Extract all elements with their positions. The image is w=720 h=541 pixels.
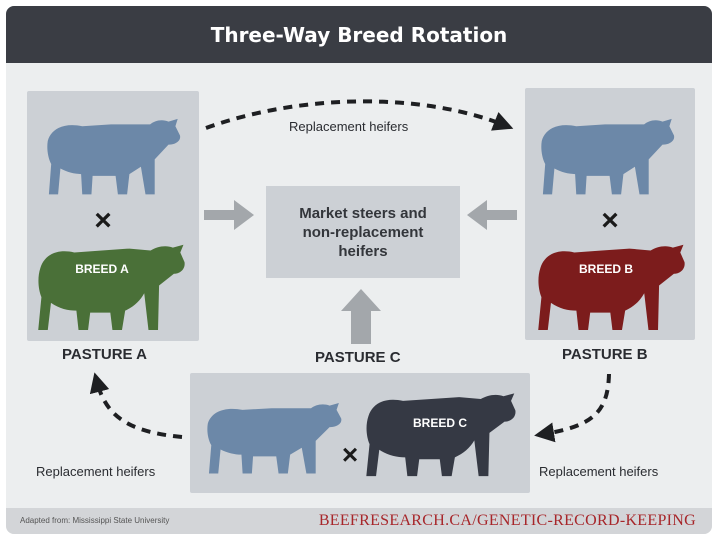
page-title: Three-Way Breed Rotation [210, 22, 508, 47]
cross-icon: × [342, 439, 358, 470]
footer-url-link[interactable]: BEEFRESEARCH.CA/GENETIC-RECORD-KEEPING [318, 512, 696, 529]
rotation-arrow-c-to-a-icon [89, 372, 183, 439]
rotation-arrow-a-to-b-icon [205, 99, 514, 131]
breed-a-label: BREED A [75, 262, 129, 276]
arrow-b-to-market-icon [467, 200, 517, 230]
footer-credit: Adapted from: Mississippi State Universi… [20, 516, 170, 525]
cross-icon: × [94, 204, 112, 237]
breed-c-label: BREED C [413, 416, 467, 430]
infographic-frame: Three-Way Breed Rotation Market steers a… [6, 6, 712, 534]
breed-b-label: BREED B [579, 262, 633, 276]
flow-label-a-to-b: Replacement heifers [289, 119, 409, 134]
flow-label-b-to-c: Replacement heifers [539, 464, 659, 479]
cross-icon: × [601, 204, 619, 237]
bull-icon-breed-a [38, 244, 185, 331]
pasture-c-label: PASTURE C [315, 349, 401, 366]
diagram-art: × BREED A × BREED B × BREED C [38, 99, 685, 477]
cow-icon [47, 118, 181, 195]
market-steers-box: Market steers and non-replacement heifer… [266, 186, 460, 278]
cow-icon [541, 118, 675, 195]
flow-label-c-to-a: Replacement heifers [36, 464, 156, 479]
bull-icon-breed-c [366, 393, 516, 477]
bull-icon-breed-b [538, 244, 685, 331]
arrow-a-to-market-icon [204, 200, 254, 230]
arrow-c-to-market-icon [341, 289, 381, 344]
cow-icon [207, 403, 342, 474]
market-steers-label: Market steers and non-replacement heifer… [299, 204, 427, 260]
pasture-b-label: PASTURE B [562, 346, 648, 363]
rotation-arrow-b-to-c-icon [534, 373, 611, 443]
pasture-a-label: PASTURE A [62, 346, 148, 363]
title-bar: Three-Way Breed Rotation [6, 6, 712, 63]
footer-bar: Adapted from: Mississippi State Universi… [6, 508, 712, 534]
